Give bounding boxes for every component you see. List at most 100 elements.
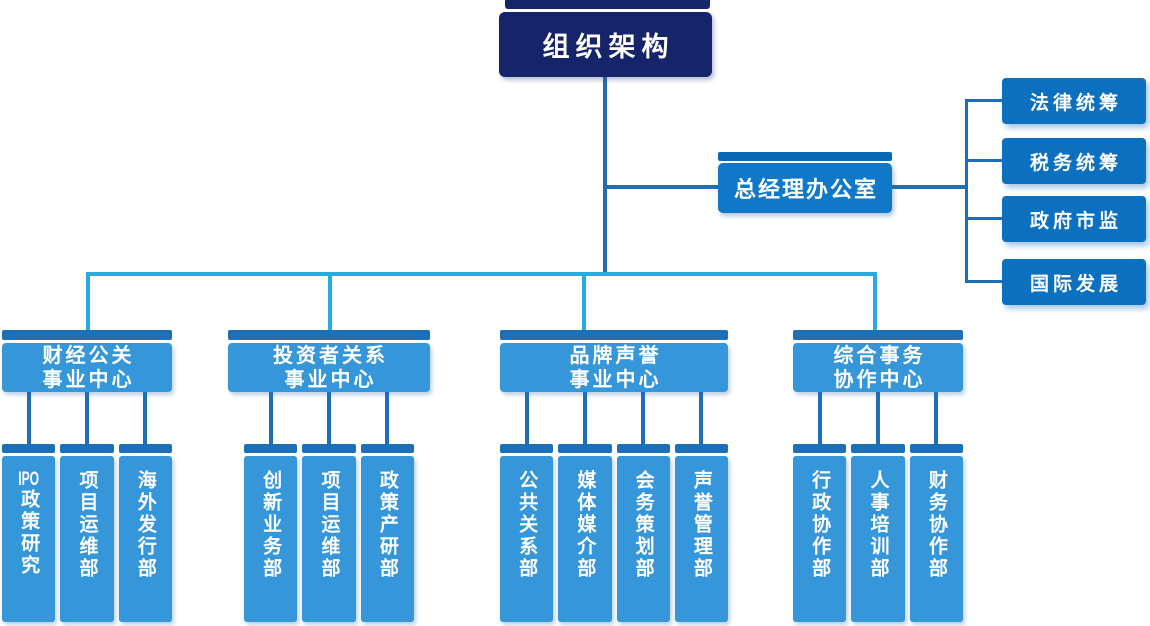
right-unit-stub-connector <box>965 99 1003 102</box>
department-box: 财务协作部 <box>909 456 963 622</box>
department-box: 项目运维部 <box>60 456 114 622</box>
branch-title-line2: 事业中心 <box>284 368 377 391</box>
department-label: 财务协作部 <box>925 470 947 580</box>
branch-header-box: 财经公关 事业中心 <box>2 343 172 392</box>
branch-drop-connector <box>873 274 877 331</box>
department-box: 海外发行部 <box>118 456 172 622</box>
gm-office-label: 总经理办公室 <box>733 177 878 202</box>
department-accent-bar <box>2 444 56 453</box>
department-accent-bar <box>793 444 847 453</box>
right-unit-stub-connector <box>965 280 1003 283</box>
department-column: 项目运维部 <box>60 392 114 622</box>
department-stub-connector <box>524 392 529 444</box>
department-box: 媒体媒介部 <box>558 456 612 622</box>
department-box: 行政协作部 <box>793 456 847 622</box>
gm-office-accent-bar <box>718 152 892 161</box>
department-column: IPO政策研究 <box>2 392 56 622</box>
department-label: 声誉管理部 <box>690 470 712 580</box>
department-stub-connector <box>934 392 939 444</box>
department-accent-bar <box>616 444 670 453</box>
branch-drop-connector <box>582 274 586 331</box>
department-accent-bar <box>558 444 612 453</box>
department-box: 项目运维部 <box>302 456 356 622</box>
department-label: IPO政策研究 <box>18 470 40 577</box>
branch-title-line1: 品牌声誉 <box>569 344 662 367</box>
department-accent-bar <box>60 444 114 453</box>
branch-departments-row: IPO政策研究 项目运维部 海外发行部 <box>2 392 172 622</box>
branch-drop-connector <box>328 274 332 331</box>
department-accent-bar <box>118 444 172 453</box>
right-unit-box: 税务统筹 <box>1002 138 1146 184</box>
department-box: 人事培训部 <box>851 456 905 622</box>
branch-header-box: 综合事务 协作中心 <box>793 343 963 392</box>
department-accent-bar <box>244 444 298 453</box>
department-label: 项目运维部 <box>76 470 98 580</box>
department-column: 人事培训部 <box>851 392 905 622</box>
department-stub-connector <box>326 392 331 444</box>
branch-group: 品牌声誉 事业中心 公共关系部 媒体媒介部 会务策划部 声誉管理部 <box>500 330 728 622</box>
branch-header-box: 品牌声誉 事业中心 <box>500 343 728 392</box>
department-column: 海外发行部 <box>118 392 172 622</box>
department-stub-connector <box>143 392 148 444</box>
branch-drop-connector <box>86 274 90 331</box>
department-column: 财务协作部 <box>909 392 963 622</box>
right-unit-box: 法律统筹 <box>1002 78 1146 124</box>
branch-departments-row: 创新业务部 项目运维部 政策产研部 <box>244 392 414 622</box>
department-stub-connector <box>641 392 646 444</box>
department-box: 创新业务部 <box>244 456 298 622</box>
department-label: 创新业务部 <box>260 470 282 580</box>
department-stub-connector <box>875 392 880 444</box>
department-label: 会务策划部 <box>632 470 654 580</box>
department-column: 项目运维部 <box>302 392 356 622</box>
gm-office-left-connector <box>605 185 719 189</box>
branch-departments-row: 行政协作部 人事培训部 财务协作部 <box>793 392 963 622</box>
department-stub-connector <box>26 392 31 444</box>
department-box: 公共关系部 <box>500 456 554 622</box>
department-label: 政策产研部 <box>376 470 398 580</box>
department-column: 行政协作部 <box>793 392 847 622</box>
department-accent-bar <box>360 444 414 453</box>
gm-office-right-connector <box>892 185 965 189</box>
department-column: 政策产研部 <box>360 392 414 622</box>
department-column: 声誉管理部 <box>674 392 728 622</box>
department-accent-bar <box>674 444 728 453</box>
department-stub-connector <box>699 392 704 444</box>
department-label: 媒体媒介部 <box>574 470 596 580</box>
branch-accent-bar <box>793 330 963 340</box>
right-unit-label: 税务统筹 <box>1029 152 1122 174</box>
right-unit-stub-connector <box>965 159 1003 162</box>
right-unit-stub-connector <box>965 217 1003 220</box>
branch-group: 综合事务 协作中心 行政协作部 人事培训部 财务协作部 <box>793 330 963 622</box>
department-box: IPO政策研究 <box>2 456 56 622</box>
department-stub-connector <box>817 392 822 444</box>
branches-horizontal-connector <box>86 272 877 276</box>
department-accent-bar <box>500 444 554 453</box>
root-vertical-connector <box>603 77 607 274</box>
gm-office-box: 总经理办公室 <box>718 163 892 213</box>
department-label: 海外发行部 <box>134 470 156 580</box>
department-accent-bar <box>302 444 356 453</box>
department-column: 媒体媒介部 <box>558 392 612 622</box>
right-unit-label: 政府市监 <box>1029 210 1122 232</box>
root-title: 组织架构 <box>542 32 675 62</box>
right-unit-box: 国际发展 <box>1002 259 1146 305</box>
branch-group: 财经公关 事业中心 IPO政策研究 项目运维部 海外发行部 <box>2 330 172 622</box>
branch-title-line2: 事业中心 <box>42 368 135 391</box>
branch-title-line1: 投资者关系 <box>273 344 388 367</box>
department-box: 会务策划部 <box>616 456 670 622</box>
department-label: 公共关系部 <box>516 470 538 580</box>
department-column: 会务策划部 <box>616 392 670 622</box>
right-unit-label: 法律统筹 <box>1029 92 1122 114</box>
department-label: 项目运维部 <box>318 470 340 580</box>
branch-accent-bar <box>228 330 430 340</box>
department-box: 政策产研部 <box>360 456 414 622</box>
branch-group: 投资者关系 事业中心 创新业务部 项目运维部 政策产研部 <box>228 330 430 622</box>
branch-accent-bar <box>2 330 172 340</box>
department-column: 创新业务部 <box>244 392 298 622</box>
branch-title-line2: 协作中心 <box>833 368 926 391</box>
department-label: 人事培训部 <box>867 470 889 580</box>
department-column: 公共关系部 <box>500 392 554 622</box>
department-stub-connector <box>84 392 89 444</box>
branch-header-box: 投资者关系 事业中心 <box>228 343 430 392</box>
root-accent-bar <box>505 0 710 9</box>
